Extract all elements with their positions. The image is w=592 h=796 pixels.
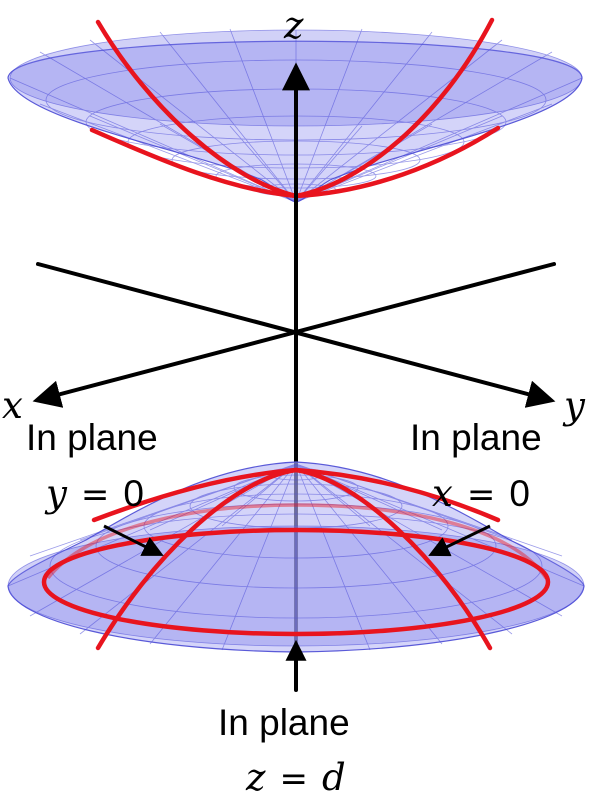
annotation-y0-line1: In plane <box>26 417 158 458</box>
annotation-zd: In plane z = d <box>218 639 350 796</box>
axes: x y z <box>2 4 586 692</box>
x-axis-label: x <box>2 384 23 427</box>
annotation-x0: In plane x = 0 <box>410 417 542 557</box>
annotation-zd-line1: In plane <box>218 702 350 743</box>
annotation-zd-line2: z = d <box>245 756 346 796</box>
lower-trace-plane-back <box>46 503 548 580</box>
annotation-x0-line1: In plane <box>410 417 542 458</box>
y-axis <box>36 262 556 408</box>
annotation-x0-pointer <box>428 524 491 557</box>
annotation-y0: In plane y = 0 <box>26 417 164 556</box>
lower-trace-z-d <box>41 527 551 637</box>
lower-trace-y0 <box>91 467 501 523</box>
annotation-y0-pointer <box>103 524 164 556</box>
z-axis-label: z <box>283 4 304 47</box>
annotation-x0-line2: x = 0 <box>432 472 530 515</box>
y-axis-label: y <box>562 384 586 427</box>
annotation-y0-line2: y = 0 <box>44 472 144 515</box>
